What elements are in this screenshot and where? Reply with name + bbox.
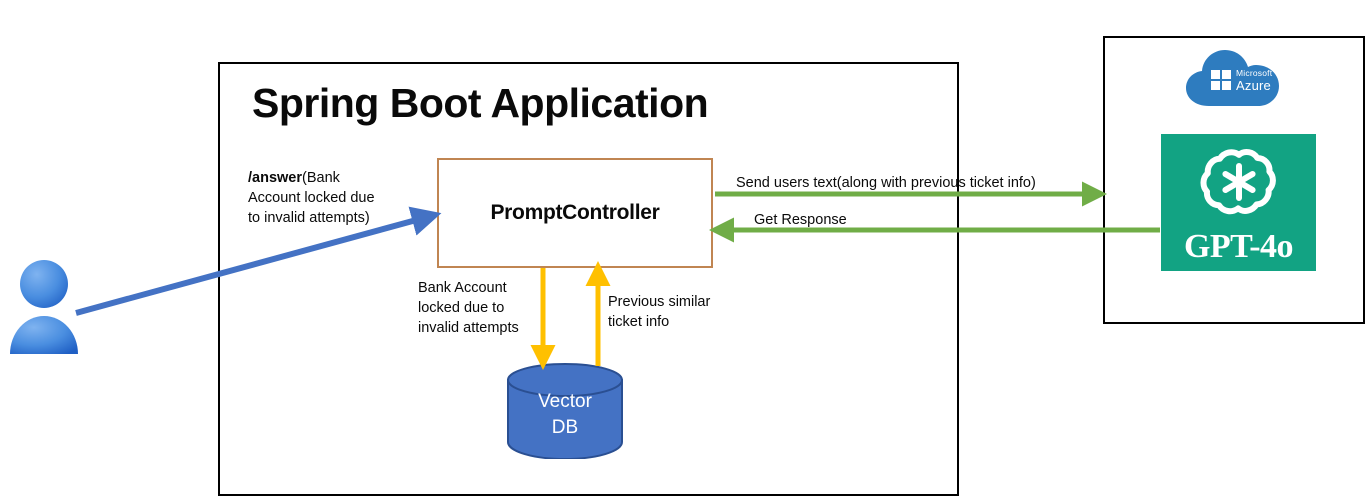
openai-knot-icon [1200,149,1276,215]
windows-logo-icon [1211,70,1232,91]
user-avatar [8,258,80,356]
azure-logo: Microsoft Azure [1183,46,1287,112]
user-request-label-payload: (Bank Account locked due to invalid atte… [248,170,375,226]
azure-brand-text: Azure [1236,78,1271,93]
gpt-model-label: GPT-4o [1183,228,1294,265]
prompt-controller-node[interactable]: PromptController [437,158,713,268]
get-response-label: Get Response [754,212,847,228]
page-title: Spring Boot Application [252,80,709,126]
prompt-controller-label: PromptController [490,201,660,224]
cloud-icon [1186,50,1279,106]
user-request-label-endpoint: /answer [248,170,302,186]
from-vector-db-label: Previous similar ticket info [608,294,711,330]
user-request-label: /answer(Bank Account locked due to inval… [248,168,408,228]
gpt-model-tile[interactable]: GPT-4o [1161,134,1316,271]
azure-microsoft-text: Microsoft [1236,68,1273,78]
send-to-gpt-label: Send users text(along with previous tick… [736,175,1036,191]
user-avatar-icon [10,260,78,354]
to-vector-db-label: Bank Account locked due to invalid attem… [418,280,519,336]
database-cylinder-icon [507,363,623,460]
vector-db-node[interactable]: Vector DB [505,363,625,460]
